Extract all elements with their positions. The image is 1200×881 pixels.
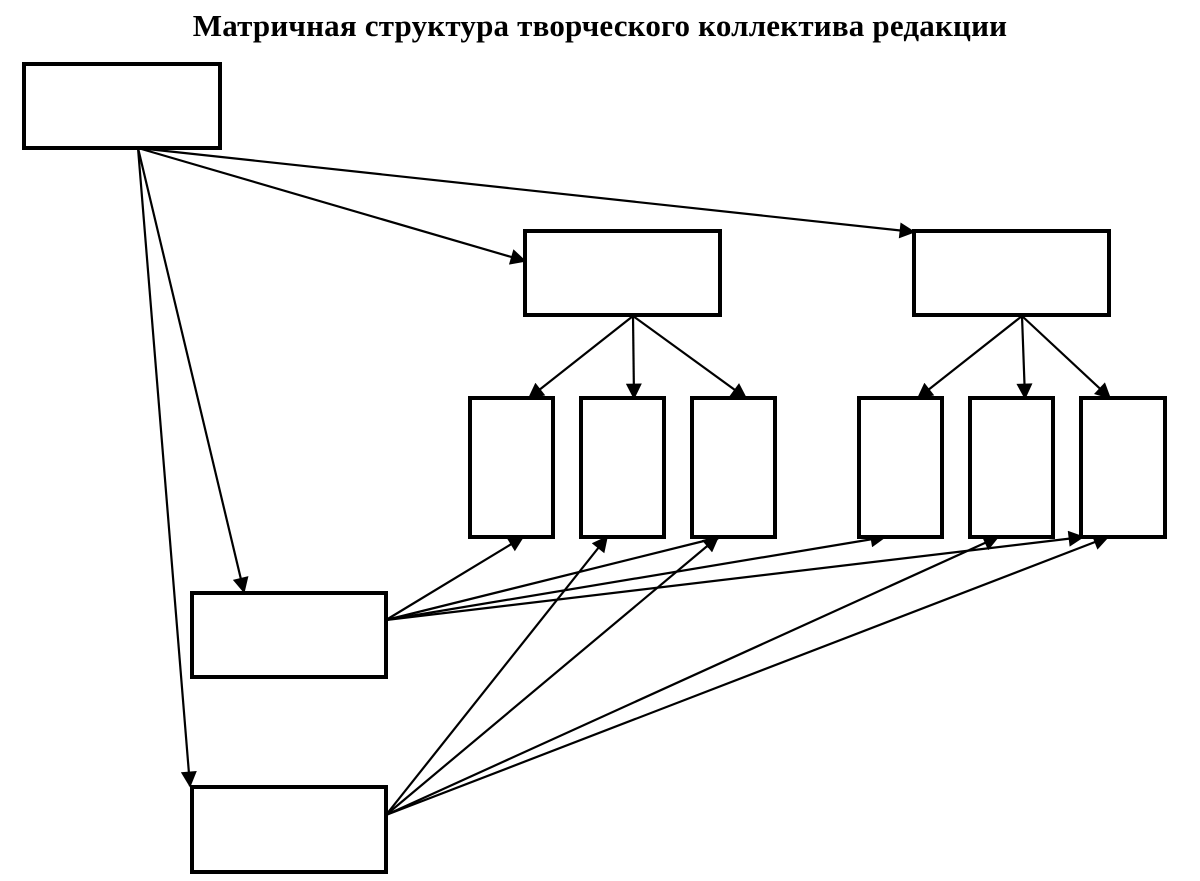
- box-dept-b-frame: [912, 229, 1111, 317]
- arrow-project-2-to-unit-b3: [385, 534, 1110, 817]
- boxes: [22, 62, 1167, 874]
- connections: [136, 146, 1112, 817]
- box-head: [22, 62, 222, 150]
- box-unit-b1-frame: [857, 396, 944, 539]
- arrow-dept-a-to-unit-a1: [527, 315, 634, 399]
- box-unit-b3-frame: [1079, 396, 1167, 539]
- arrow-head-to-project-1: [136, 147, 249, 594]
- box-unit-a1-frame: [468, 396, 555, 539]
- box-project-1-frame: [190, 591, 388, 679]
- arrow-project-2-to-unit-b2: [385, 535, 1000, 817]
- arrow-dept-b-to-unit-b2: [1016, 315, 1033, 400]
- box-unit-a3-frame: [690, 396, 777, 539]
- box-unit-b2: [968, 396, 1055, 539]
- arrow-head-to-dept-b: [137, 146, 916, 239]
- box-dept-a: [523, 229, 722, 317]
- box-dept-b: [912, 229, 1111, 317]
- diagram-title: Матричная структура творческого коллекти…: [192, 8, 1008, 43]
- arrow-dept-a-to-unit-a3: [632, 315, 748, 399]
- arrow-project-1-to-unit-a1: [385, 536, 525, 621]
- box-dept-a-frame: [523, 229, 722, 317]
- arrow-head-to-project-2: [136, 147, 197, 788]
- arrow-dept-b-to-unit-b3: [1021, 315, 1112, 400]
- box-unit-a3: [690, 396, 777, 539]
- arrow-dept-a-to-unit-a2: [625, 315, 642, 400]
- box-head-frame: [22, 62, 222, 150]
- arrow-project-2-to-unit-a3: [385, 535, 720, 816]
- arrow-dept-b-to-unit-b1: [916, 315, 1023, 399]
- box-project-2-frame: [190, 785, 388, 874]
- box-unit-a2-frame: [579, 396, 666, 539]
- box-project-2: [190, 785, 388, 874]
- arrow-project-1-to-unit-b1: [385, 531, 887, 622]
- arrow-head-to-dept-a: [137, 146, 527, 265]
- arrow-project-1-to-unit-a3: [385, 532, 722, 622]
- box-unit-b1: [857, 396, 944, 539]
- arrow-project-2-to-unit-a2: [385, 535, 608, 816]
- box-unit-b3: [1079, 396, 1167, 539]
- box-unit-b2-frame: [968, 396, 1055, 539]
- arrow-project-1-to-unit-b3: [385, 530, 1085, 622]
- box-project-1: [190, 591, 388, 679]
- box-unit-a1: [468, 396, 555, 539]
- box-unit-a2: [579, 396, 666, 539]
